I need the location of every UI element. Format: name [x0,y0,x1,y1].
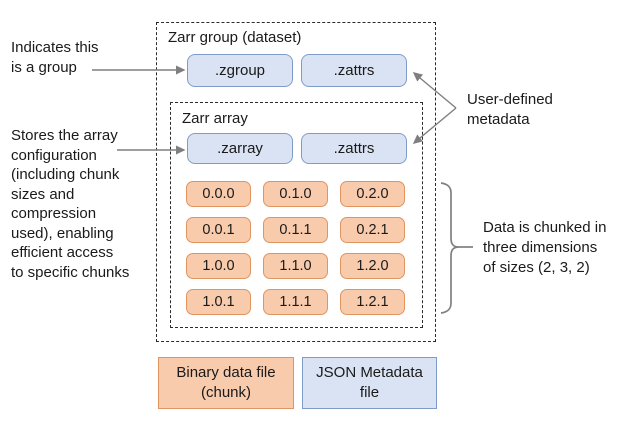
chunk-box: 0.1.1 [263,217,328,243]
note-line: Data is chunked in [483,219,607,236]
note-line: efficient access [11,244,114,261]
zarray-file-label: .zarray [217,140,263,157]
note-data-chunked: Data is chunked in three dimensions of s… [483,218,606,278]
note-line: Indicates this [11,39,99,56]
zarr-group-box [156,22,436,342]
group-zattrs-file-box: .zattrs [301,54,407,87]
legend-line: Binary data file [176,364,276,381]
legend-line: (chunk) [200,384,252,401]
chunk-box: 0.1.0 [263,181,328,207]
array-zattrs-file-box: .zattrs [301,133,407,164]
note-line: configuration [11,146,97,164]
note-user-defined-metadata: User-defined metadata [467,90,553,130]
note-line: (including chunk [11,166,120,183]
group-zattrs-file-label: .zattrs [333,62,375,79]
note-line: of sizes (2, 3, 2) [483,259,590,276]
zarr-array-box [170,102,423,328]
array-zattrs-file-label: .zattrs [333,140,375,157]
legend-line: file [359,384,380,401]
chunk-box: 1.0.1 [186,289,251,315]
chunk-box: 1.1.0 [263,253,328,279]
chunk-box: 1.2.1 [340,289,405,315]
chunk-grid: 0.0.0 0.1.0 0.2.0 0.0.1 0.1.1 0.2.1 1.0.… [186,181,405,315]
note-line: Stores the array [11,127,118,144]
legend-json-metadata-file: JSON Metadata file [302,357,437,409]
chunk-box: 0.2.1 [340,217,405,243]
note-line: to specific chunks [11,263,130,281]
zgroup-file-box: .zgroup [187,54,293,87]
note-stores-array-config: Stores the array configuration (includin… [11,126,129,282]
chunk-box: 0.0.0 [186,181,251,207]
note-line: metadata [467,111,530,128]
chunk-box: 1.1.1 [263,289,328,315]
note-indicates-group: Indicates this is a group [11,38,99,78]
chunk-box: 0.0.1 [186,217,251,243]
note-line: sizes and [11,185,75,203]
zarr-group-title: Zarr group (dataset) [168,29,302,46]
zarr-array-title: Zarr array [182,110,248,127]
note-line: three dimensions [483,239,598,256]
note-line: is a group [11,59,77,76]
legend-binary-data-file: Binary data file (chunk) [158,357,294,409]
zarray-file-box: .zarray [187,133,293,164]
legend-line: JSON Metadata [316,364,423,381]
zgroup-file-label: .zgroup [214,62,266,79]
chunk-box: 0.2.0 [340,181,405,207]
chunk-dimensions-brace [440,182,460,314]
chunk-box: 1.0.0 [186,253,251,279]
note-line: used), enabling [11,224,114,242]
note-line: User-defined [467,91,553,108]
note-line: compression [11,205,97,222]
chunk-box: 1.2.0 [340,253,405,279]
